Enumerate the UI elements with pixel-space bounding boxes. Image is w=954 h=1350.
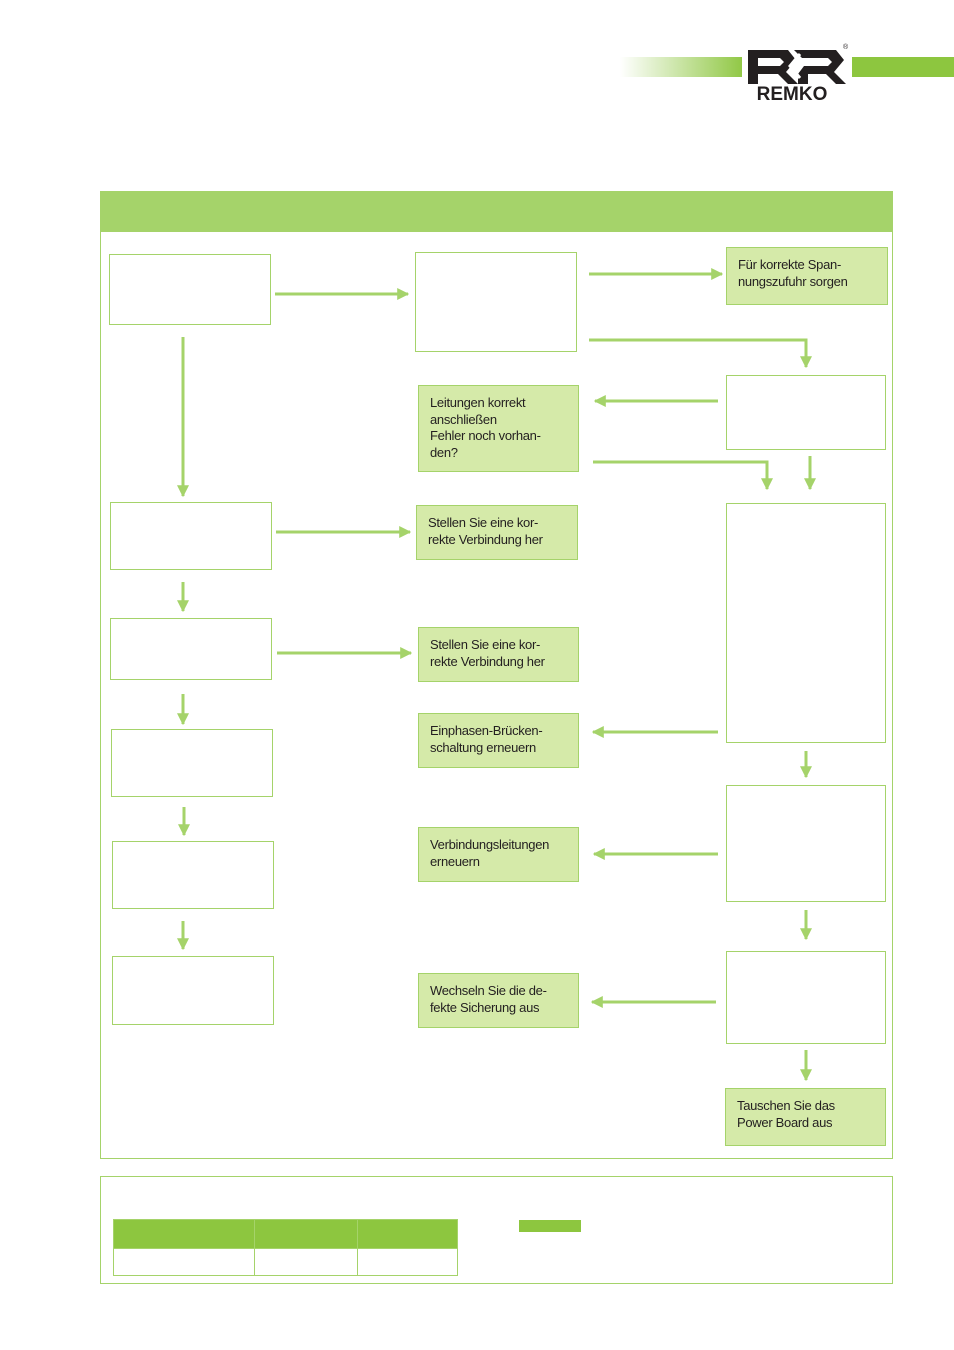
node-label: Leitungen korrekt anschließen Fehler noc…: [430, 395, 541, 460]
node-label: Für korrekte Span- nungszufuhr sorgen: [738, 257, 848, 289]
legend-table-row: [113, 1248, 458, 1276]
remko-logo-mark-icon: [748, 50, 846, 84]
legend-table-header-row: [113, 1219, 458, 1249]
flow-node-fix-bridge: Einphasen-Brücken- schaltung erneuern: [418, 713, 579, 768]
flow-node-fix-cables: Verbindungsleitungen erneuern: [418, 827, 579, 882]
flow-node-check-6: [111, 729, 273, 797]
flow-node-check-10: [112, 956, 274, 1025]
legend-frame: [100, 1176, 893, 1284]
legend-header-cell: [254, 1219, 358, 1249]
registered-mark: ®: [843, 44, 849, 51]
flow-node-check-3: [726, 375, 886, 450]
arrow-wiring-to-check7: [593, 460, 773, 491]
flow-node-fix-powerboard: Tauschen Sie das Power Board aus: [725, 1088, 886, 1146]
flow-node-fix-connection-1: Stellen Sie eine kor- rekte Verbindung h…: [416, 505, 578, 560]
node-label: Wechseln Sie die de- fekte Sicherung aus: [430, 983, 547, 1015]
legend-cell: [357, 1248, 458, 1276]
legend-header-cell: [113, 1219, 255, 1249]
brand-name: REMKO: [756, 84, 828, 105]
flow-node-fix-wiring: Leitungen korrekt anschließen Fehler noc…: [418, 385, 579, 472]
node-label: Tauschen Sie das Power Board aus: [737, 1098, 835, 1130]
node-label: Verbindungsleitungen erneuern: [430, 837, 550, 869]
flow-node-check-2: [415, 252, 577, 352]
legend-header-cell: [357, 1219, 458, 1249]
flow-node-fix-fuse: Wechseln Sie die de- fekte Sicherung aus: [418, 973, 579, 1028]
flowchart-header-bar: [100, 191, 893, 232]
flow-node-check-9: [726, 785, 886, 902]
node-label: Stellen Sie eine kor- rekte Verbindung h…: [430, 637, 545, 669]
flow-node-check-8: [112, 841, 274, 909]
flow-node-check-5: [110, 618, 272, 680]
flow-node-check-1: [109, 254, 271, 325]
flow-node-fix-connection-2: Stellen Sie eine kor- rekte Verbindung h…: [418, 627, 579, 682]
legend-color-swatch: [519, 1220, 581, 1232]
legend-cell: [113, 1248, 255, 1276]
flow-node-check-11: [726, 951, 886, 1044]
remko-logo: REMKO ®: [742, 44, 852, 110]
legend-cell: [254, 1248, 358, 1276]
flow-node-fix-voltage: Für korrekte Span- nungszufuhr sorgen: [726, 247, 888, 305]
legend-table: [113, 1219, 458, 1276]
arrow-check2-to-check3: [589, 338, 812, 369]
flow-node-check-4: [110, 502, 272, 570]
node-label: Einphasen-Brücken- schaltung erneuern: [430, 723, 543, 755]
flow-node-check-7: [726, 503, 886, 743]
node-label: Stellen Sie eine kor- rekte Verbindung h…: [428, 515, 543, 547]
